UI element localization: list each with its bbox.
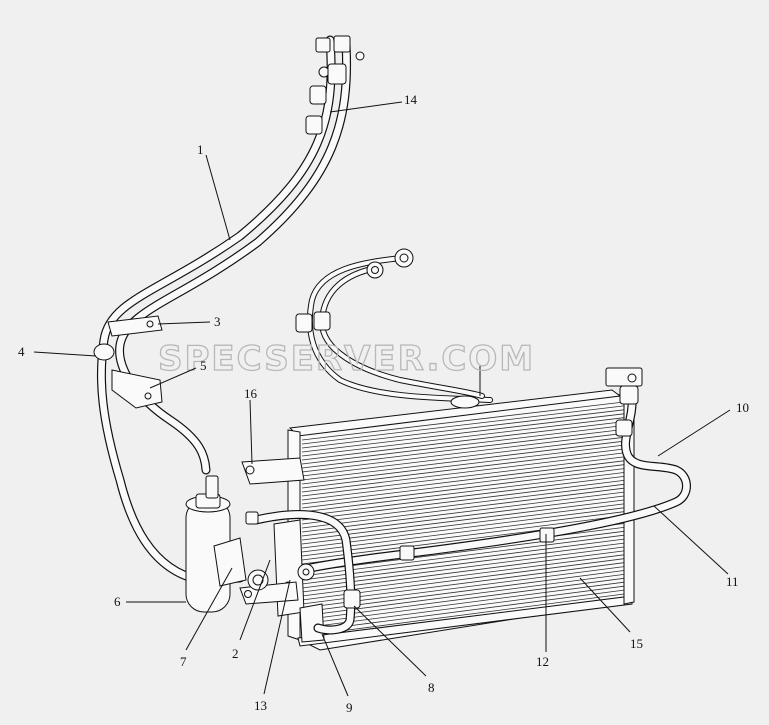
leader-lines <box>33 101 731 697</box>
condenser-fin-line <box>301 499 625 541</box>
rear-tube-assembly <box>295 248 493 409</box>
callout-6: 6 <box>114 594 121 609</box>
callout-7: 7 <box>180 654 187 669</box>
condenser-fin-line <box>301 487 625 529</box>
condenser-fin-line <box>301 444 625 485</box>
callout-9: 9 <box>346 700 353 715</box>
condenser-outlet-lines <box>305 367 691 573</box>
hose-clamp-brackets <box>93 315 163 409</box>
callout-16: 16 <box>244 386 258 401</box>
condenser-fin-line <box>301 417 625 457</box>
condenser-fin-line <box>301 452 625 493</box>
callout-15: 15 <box>630 636 643 651</box>
upper-hose-assembly <box>96 35 365 585</box>
condenser-inlet-pipe <box>251 510 361 635</box>
condenser-fin-line <box>301 581 625 625</box>
condenser-fin-line <box>301 448 625 489</box>
condenser-fin-line <box>301 476 625 517</box>
condenser-fin-line <box>301 429 625 469</box>
callout-8: 8 <box>428 680 435 695</box>
condenser-fin-line <box>301 456 625 497</box>
callout-2: 2 <box>232 646 239 661</box>
condenser-fin-line <box>301 534 625 577</box>
condenser-fin-line <box>301 432 625 473</box>
callout-5: 5 <box>200 358 207 373</box>
condenser-fin-line <box>301 472 625 513</box>
condenser-fin-line <box>301 593 625 637</box>
condenser-fin-line <box>301 425 625 465</box>
condenser-fin-line <box>301 589 625 633</box>
condenser-fin-line <box>301 436 625 477</box>
condenser-fin-line <box>301 530 625 573</box>
condenser-fin-line <box>301 401 625 441</box>
condenser-fin-line <box>301 464 625 505</box>
condenser-fin-line <box>301 507 625 549</box>
condenser-fin-line <box>301 511 625 553</box>
callout-10: 10 <box>736 400 749 415</box>
condenser-fin-line <box>301 546 625 589</box>
callout-3: 3 <box>214 314 221 329</box>
condenser-fin-line <box>301 491 625 533</box>
condenser-fin-line <box>301 413 625 453</box>
condenser-fin-line <box>301 483 625 525</box>
condenser-fin-line <box>301 577 625 621</box>
condenser-fin-line <box>301 515 625 557</box>
callout-13: 13 <box>254 698 267 713</box>
callout-4: 4 <box>18 344 25 359</box>
condenser-core <box>287 389 635 651</box>
condenser-fin-line <box>301 542 625 585</box>
condenser-fin-line <box>301 409 625 449</box>
receiver-drier <box>185 475 269 613</box>
callout-labels: 1 2 3 4 5 6 7 8 9 10 11 12 13 14 15 16 <box>18 92 749 715</box>
condenser-fin-line <box>301 440 625 481</box>
callout-14: 14 <box>404 92 418 107</box>
watermark-text: SPECSERVER.COM <box>158 339 535 379</box>
condenser-fin-line <box>301 538 625 581</box>
condenser-fin-line <box>301 480 625 521</box>
condenser-fin-line <box>301 554 625 597</box>
condenser-fin-line <box>301 503 625 545</box>
condenser-fin-line <box>301 405 625 445</box>
callout-11: 11 <box>726 574 739 589</box>
condenser-fin-line <box>301 495 625 537</box>
condenser-fin-line <box>301 460 625 501</box>
condenser-fin-line <box>301 421 625 461</box>
callout-12: 12 <box>536 654 549 669</box>
condenser-fin-line <box>301 550 625 593</box>
condenser-fin-line <box>301 585 625 629</box>
condenser-fin-line <box>301 468 625 509</box>
callout-1: 1 <box>197 142 204 157</box>
condenser-fin-line <box>301 574 625 617</box>
